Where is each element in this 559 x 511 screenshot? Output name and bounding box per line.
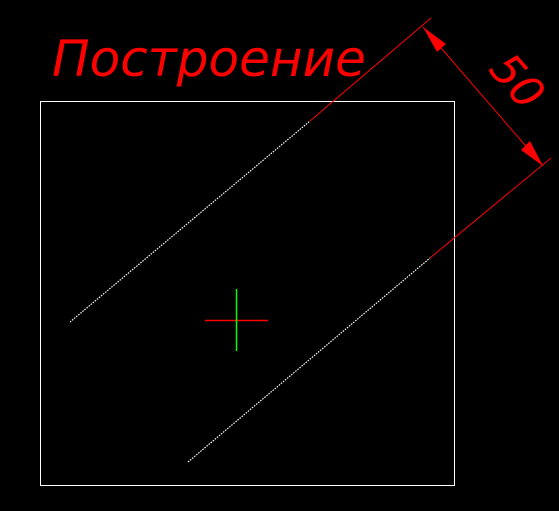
- dimension-arrow-bottom: [521, 141, 543, 166]
- construction-line-lower: [187, 257, 431, 463]
- drawing-frame: [40, 101, 455, 486]
- dimension-extension-line-lower: [429, 157, 552, 259]
- dimension-line: [422, 26, 544, 167]
- drawing-title: Построение: [52, 30, 366, 88]
- dimension-arrow-top: [423, 27, 446, 52]
- dimension-value: 50: [479, 44, 554, 120]
- dimension-extension-line-upper: [309, 17, 432, 122]
- construction-line-upper: [69, 120, 311, 323]
